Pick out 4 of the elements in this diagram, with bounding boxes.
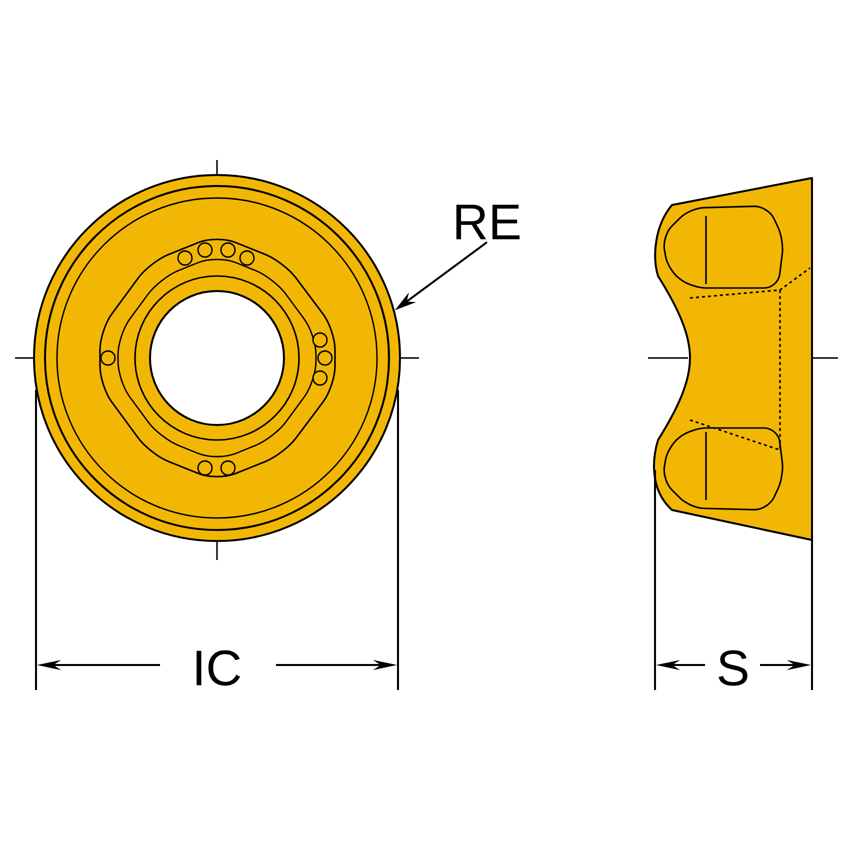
dimension-label: S [718,650,748,686]
round-insert-drawing [33,174,401,542]
dimension-label: IC [196,650,240,686]
dimension-label: RE [456,204,520,240]
